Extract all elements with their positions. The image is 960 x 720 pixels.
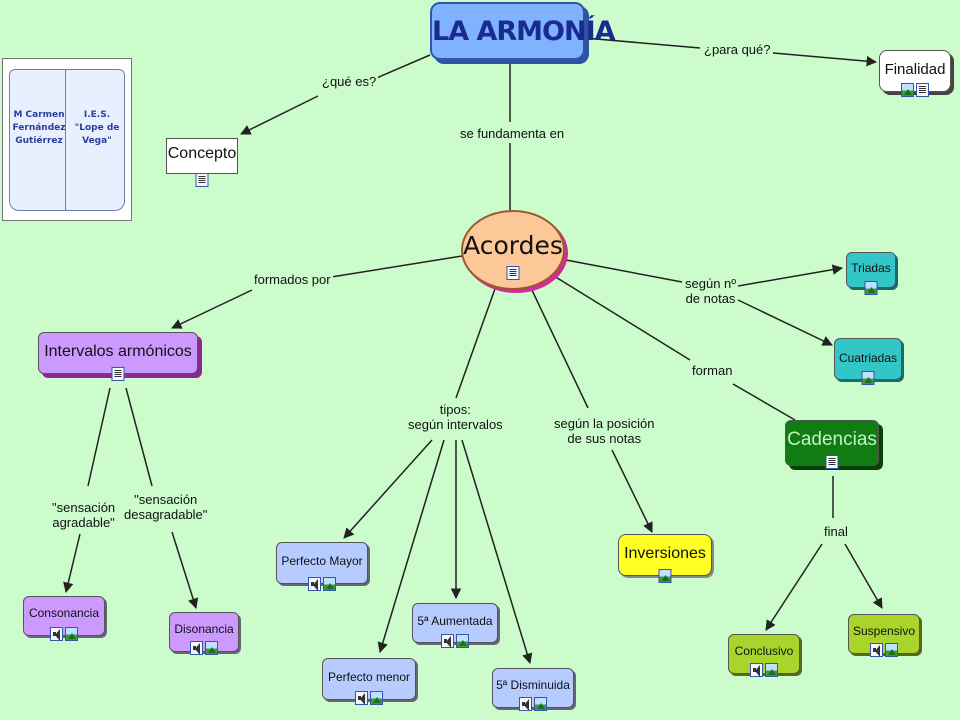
sound-icon[interactable] bbox=[50, 627, 63, 641]
edge-tipos-perfectoMenor bbox=[377, 439, 445, 654]
edge-acordes-tipos bbox=[455, 285, 497, 399]
sound-icon[interactable] bbox=[519, 697, 532, 711]
edge-acordes-forman bbox=[553, 275, 691, 361]
link-se-fundamenta-en: se fundamenta en bbox=[458, 126, 567, 141]
sound-icon[interactable] bbox=[190, 641, 203, 655]
image-icon[interactable] bbox=[765, 663, 778, 677]
edge-formados-intervalos bbox=[171, 289, 253, 329]
link-formados-por: formados por bbox=[252, 272, 333, 287]
node-la-armonia[interactable]: LA ARMONÍA bbox=[430, 2, 616, 60]
edge-paraQue-finalidad bbox=[761, 51, 878, 67]
sound-icon[interactable] bbox=[441, 634, 454, 648]
node-finalidad[interactable]: Finalidad bbox=[879, 50, 951, 97]
edge-intervalos-desagradable bbox=[125, 387, 153, 487]
node-cuatriadas[interactable]: Cuatriadas bbox=[834, 338, 902, 385]
node-perfecto-mayor[interactable]: Perfecto Mayor bbox=[276, 542, 368, 591]
document-icon[interactable] bbox=[111, 367, 125, 381]
sound-icon[interactable] bbox=[308, 577, 321, 591]
edge-tipos-perfectoMayor bbox=[343, 439, 433, 539]
edge-posicion-inversiones bbox=[611, 449, 653, 533]
image-icon[interactable] bbox=[885, 643, 898, 657]
node-conclusivo[interactable]: Conclusivo bbox=[728, 634, 800, 677]
edge-final-suspensivo bbox=[844, 543, 883, 609]
link-final: final bbox=[822, 524, 850, 539]
school-text: I.E.S. "Lope de Vega" bbox=[74, 110, 120, 146]
book-image: M Carmen Fernández Gutiérrez I.E.S. "Lop… bbox=[2, 58, 132, 221]
image-icon[interactable] bbox=[370, 691, 383, 705]
edge-intervalos-agradable bbox=[87, 387, 111, 487]
image-icon[interactable] bbox=[864, 281, 878, 295]
node-cadencias[interactable]: Cadencias bbox=[785, 420, 879, 469]
edge-acordes-formados bbox=[324, 255, 463, 279]
document-icon[interactable] bbox=[506, 266, 520, 280]
author-text: M Carmen Fernández Gutiérrez bbox=[12, 110, 66, 146]
link-que-es: ¿qué es? bbox=[320, 74, 379, 89]
node-perfecto-menor[interactable]: Perfecto menor bbox=[322, 658, 416, 705]
edge-segunNo-triadas bbox=[737, 264, 844, 287]
image-icon[interactable] bbox=[534, 697, 547, 711]
image-icon[interactable] bbox=[65, 627, 78, 641]
node-suspensivo[interactable]: Suspensivo bbox=[848, 614, 920, 657]
edge-title-paraQue bbox=[584, 37, 701, 49]
edge-forman-cadencias bbox=[732, 383, 796, 421]
edge-queEs-concepto bbox=[240, 95, 319, 135]
edge-desagradable-disonancia bbox=[171, 531, 199, 610]
edge-acordes-segunNo bbox=[565, 259, 683, 283]
node-quinta-aumentada[interactable]: 5ª Aumentada bbox=[412, 603, 498, 648]
link-forman: forman bbox=[690, 363, 735, 378]
image-icon[interactable] bbox=[456, 634, 469, 648]
node-inversiones[interactable]: Inversiones bbox=[618, 534, 712, 583]
sound-icon[interactable] bbox=[355, 691, 368, 705]
sound-icon[interactable] bbox=[750, 663, 763, 677]
document-icon[interactable] bbox=[916, 83, 929, 97]
image-icon[interactable] bbox=[323, 577, 336, 591]
book-right-page bbox=[65, 69, 125, 211]
node-intervalos-armonicos[interactable]: Intervalos armónicos bbox=[38, 332, 198, 381]
node-concepto[interactable]: Concepto bbox=[166, 138, 238, 187]
image-icon[interactable] bbox=[658, 569, 672, 583]
image-icon[interactable] bbox=[205, 641, 218, 655]
edge-tipos-5dis bbox=[461, 439, 533, 665]
node-triadas[interactable]: Triadas bbox=[846, 252, 896, 295]
image-icon[interactable] bbox=[861, 371, 875, 385]
edge-agradable-consonancia bbox=[63, 533, 81, 594]
edge-final-conclusivo bbox=[765, 543, 823, 631]
link-tipos: tipos:según intervalos bbox=[406, 402, 505, 432]
sound-icon[interactable] bbox=[870, 643, 883, 657]
edge-title-queEs bbox=[371, 54, 431, 81]
node-acordes[interactable]: Acordes bbox=[461, 210, 565, 290]
document-icon[interactable] bbox=[195, 173, 209, 187]
edge-acordes-posicion bbox=[529, 285, 589, 409]
edge-segunNo-cuatriadas bbox=[737, 299, 833, 346]
link-para-que: ¿para qué? bbox=[702, 42, 773, 57]
node-disonancia[interactable]: Disonancia bbox=[169, 612, 239, 655]
image-icon[interactable] bbox=[901, 83, 914, 97]
node-consonancia[interactable]: Consonancia bbox=[23, 596, 105, 641]
document-icon[interactable] bbox=[825, 455, 839, 469]
node-quinta-disminuida[interactable]: 5ª Disminuida bbox=[492, 668, 574, 711]
